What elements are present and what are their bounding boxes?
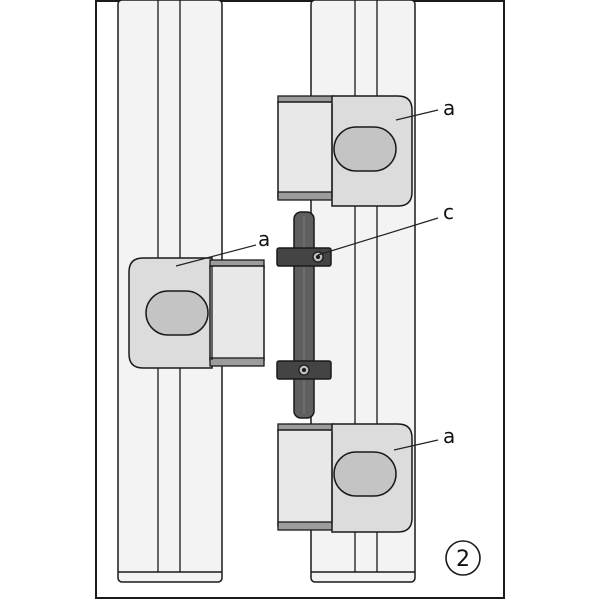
- clamp-upper: [276, 247, 332, 267]
- leader-line-bottom: [393, 439, 439, 451]
- hinge-pin: [293, 211, 315, 419]
- leader-line-top: [395, 109, 439, 121]
- leader-line-clamp: [317, 217, 439, 256]
- clamp-lower: [276, 360, 332, 380]
- hinge-slot: [145, 290, 209, 336]
- hinge-left: [128, 257, 265, 369]
- callout-label-left: a: [258, 227, 270, 251]
- hinge-top: [277, 95, 413, 207]
- leader-line-left: [175, 244, 257, 267]
- callout-label-clamp: c: [443, 200, 454, 224]
- figure-number-badge: 2: [445, 540, 481, 576]
- hinge-slot: [333, 126, 397, 172]
- callout-label-bottom: a: [443, 424, 455, 448]
- figure-number: 2: [456, 547, 470, 572]
- callout-label-top: a: [443, 96, 455, 120]
- hinge-slot: [333, 451, 397, 497]
- hinge-bottom: [277, 423, 413, 533]
